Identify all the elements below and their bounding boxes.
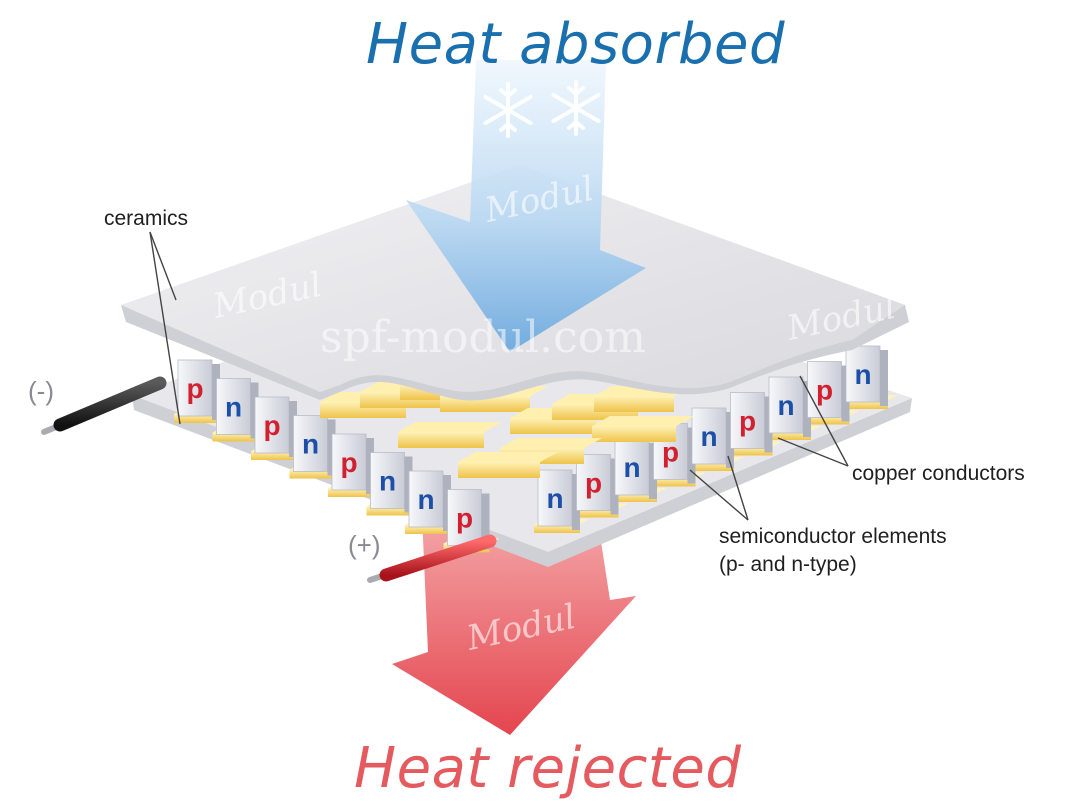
p-type-element: p	[576, 454, 619, 515]
heat-absorbed-title: Heat absorbed	[366, 12, 786, 77]
copper-bridge	[458, 452, 558, 478]
n-type-label: n	[623, 452, 640, 483]
copper-bridge	[398, 422, 502, 448]
copper-pad	[726, 446, 773, 456]
copper-pad	[611, 493, 657, 502]
n-type-element: n	[537, 469, 580, 530]
p-type-element: p	[807, 361, 850, 422]
ceramics-label: ceramics	[104, 207, 189, 230]
heat-absorbed-arrow	[406, 60, 646, 352]
n-type-label: n	[777, 390, 794, 421]
positive-polarity-label: (+)	[348, 530, 381, 560]
n-type-label: n	[225, 392, 242, 423]
p-type-element: p	[331, 433, 374, 494]
positive-wire	[367, 534, 497, 583]
n-type-element: n	[768, 376, 811, 437]
copper-pad	[212, 432, 259, 442]
semiconductor-label-line1: semiconductor elements	[719, 525, 947, 548]
n-type-element: n	[408, 470, 451, 531]
copper-pad	[328, 488, 374, 497]
p-type-label: p	[816, 375, 833, 406]
p-type-label: p	[585, 468, 602, 499]
copper-pad	[688, 462, 734, 471]
copper-bridge	[592, 416, 694, 442]
copper-pad	[572, 508, 619, 518]
p-type-element: p	[177, 359, 220, 420]
heat-rejected-title: Heat rejected	[354, 736, 742, 801]
negative-polarity-label: (-)	[28, 376, 54, 406]
p-type-label: p	[263, 410, 280, 441]
copper-pad	[251, 451, 297, 460]
n-type-element: n	[293, 415, 336, 476]
p-type-label: p	[662, 437, 679, 468]
copper-pad	[174, 414, 220, 423]
snowflake-icon	[483, 82, 533, 138]
snowflake-icon	[551, 80, 601, 136]
copper-pad	[649, 477, 696, 487]
p-type-element: p	[730, 392, 773, 453]
copper-conductors-label: copper conductors	[852, 462, 1025, 485]
n-type-element: n	[614, 438, 657, 499]
n-type-label: n	[417, 484, 434, 515]
semiconductor-label-line2: (p- and n-type)	[719, 553, 857, 576]
leader-lines	[149, 231, 849, 521]
n-type-element: n	[691, 407, 734, 468]
n-type-label: n	[302, 429, 319, 460]
p-type-element: p	[254, 396, 297, 457]
n-type-label: n	[379, 466, 396, 497]
copper-pad	[842, 400, 888, 409]
negative-wire	[41, 376, 167, 435]
p-type-label: p	[186, 373, 203, 404]
p-type-element: p	[447, 489, 490, 550]
copper-pad	[289, 469, 336, 479]
copper-pad	[534, 524, 580, 533]
n-type-label: n	[854, 359, 871, 390]
watermark-site: spf-modul.com	[320, 312, 646, 363]
n-type-label: n	[700, 421, 717, 452]
n-type-element: n	[845, 345, 888, 406]
n-type-element: n	[216, 378, 259, 439]
copper-pad	[765, 431, 811, 440]
copper-pad	[803, 415, 850, 425]
p-type-label: p	[456, 503, 473, 534]
copper-pad	[366, 506, 413, 516]
n-type-element: n	[370, 452, 413, 513]
p-type-label: p	[340, 447, 357, 478]
copper-pad	[405, 525, 451, 534]
n-type-label: n	[546, 483, 563, 514]
p-type-label: p	[739, 406, 756, 437]
